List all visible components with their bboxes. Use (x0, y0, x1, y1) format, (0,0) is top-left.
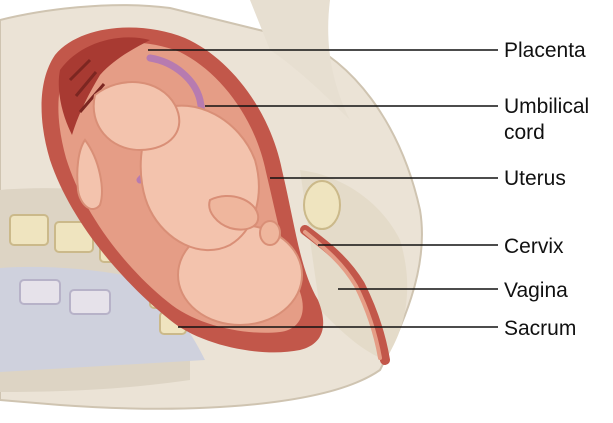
label-uterus: Uterus (504, 166, 566, 191)
label-sacrum: Sacrum (504, 316, 576, 341)
pubic-bone (304, 181, 340, 229)
label-cervix: Cervix (504, 234, 564, 259)
label-vagina: Vagina (504, 278, 568, 303)
label-umbilical-line1: Umbilical (504, 94, 589, 119)
label-placenta: Placenta (504, 38, 586, 63)
label-umbilical-line2: cord (504, 120, 545, 145)
